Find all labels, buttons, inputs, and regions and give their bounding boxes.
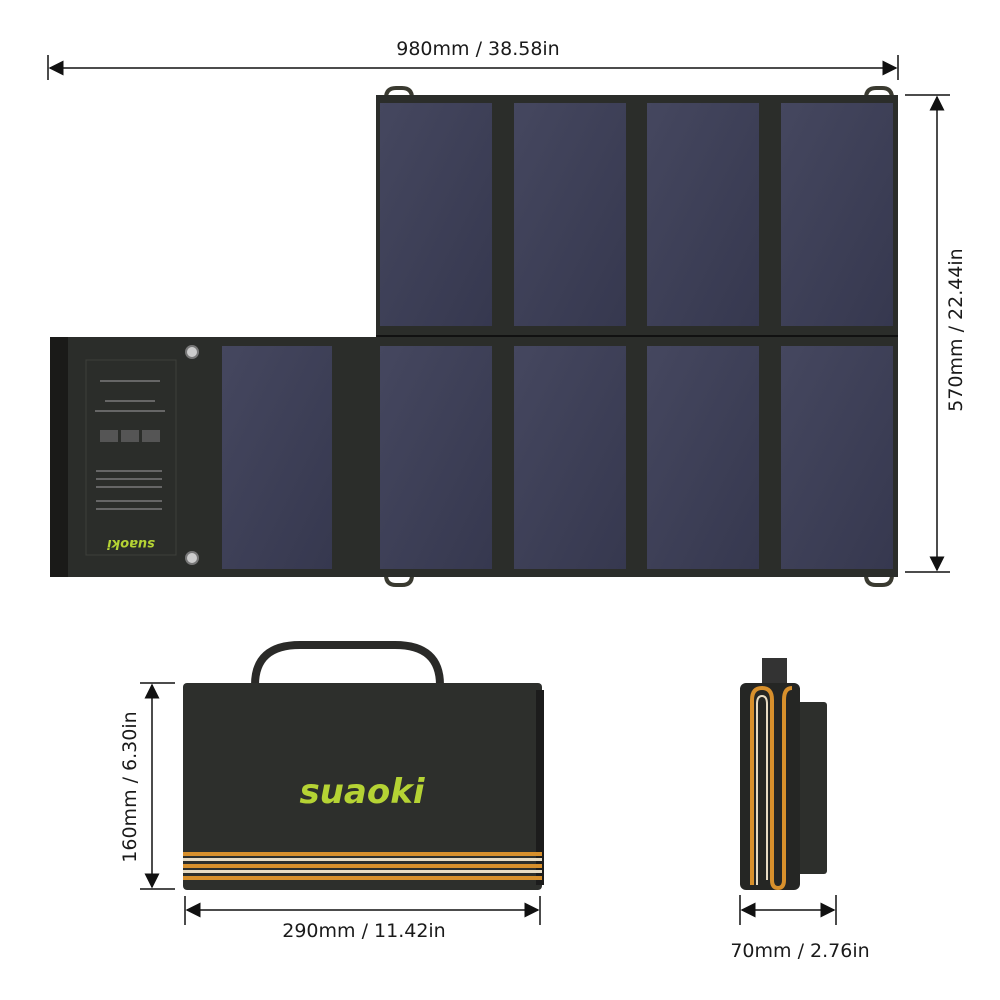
- solar-cell: [514, 103, 626, 326]
- label-logo: suaoki: [107, 536, 155, 551]
- solar-cell: [514, 346, 626, 569]
- folded-depth-dimension: 70mm / 2.76in: [730, 895, 870, 962]
- folded-side-view: [740, 658, 827, 891]
- solar-cell: [647, 346, 759, 569]
- grommet: [185, 551, 199, 565]
- solar-cell: [380, 103, 492, 326]
- solar-cell: [781, 103, 893, 326]
- solar-cell: [781, 346, 893, 569]
- folded-width-label: 290mm / 11.42in: [282, 920, 445, 942]
- unfolded-solar-panel: suaoki: [50, 86, 898, 587]
- bag-logo: suaoki: [299, 772, 425, 812]
- width-label: 980mm / 38.58in: [396, 38, 559, 60]
- folded-front-view: suaoki: [183, 641, 544, 890]
- height-dimension: 570mm / 22.44in: [905, 94, 967, 573]
- folded-depth-label: 70mm / 2.76in: [730, 940, 869, 962]
- spec-label: [85, 359, 177, 556]
- width-dimension: 980mm / 38.58in: [47, 38, 899, 80]
- height-label: 570mm / 22.44in: [945, 248, 967, 411]
- folded-width-dimension: 290mm / 11.42in: [184, 896, 541, 942]
- solar-cell: [380, 346, 492, 569]
- folded-height-dimension: 160mm / 6.30in: [119, 682, 175, 890]
- solar-cell: [647, 103, 759, 326]
- solar-cell: [222, 346, 332, 569]
- folded-height-label: 160mm / 6.30in: [119, 711, 141, 862]
- grommet: [185, 345, 199, 359]
